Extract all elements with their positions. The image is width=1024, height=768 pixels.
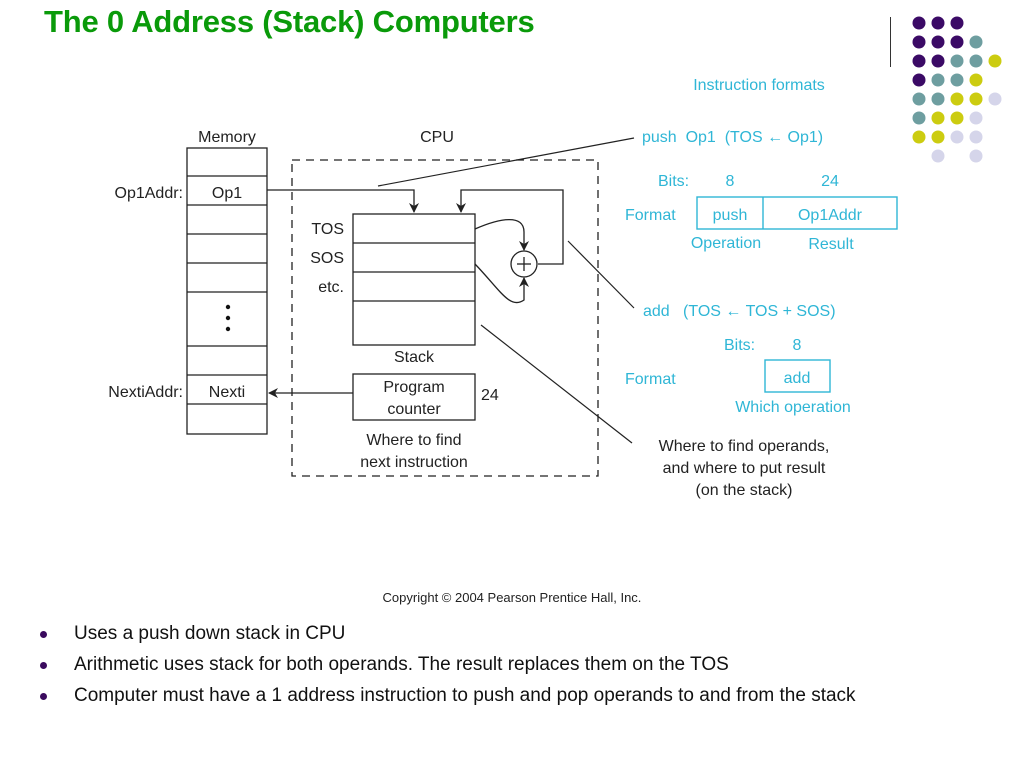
sos-to-adder-arrow xyxy=(474,263,529,304)
cpu-header: CPU xyxy=(420,129,454,146)
add-bits-label: Bits: xyxy=(724,337,755,354)
operands-note-line1: Where to find operands, xyxy=(659,438,830,455)
push-format-opcode: push xyxy=(713,207,748,224)
etc-label: etc. xyxy=(318,279,344,296)
nexti-address-label: NextiAddr: xyxy=(108,384,183,401)
operands-note-line3: (on the stack) xyxy=(696,482,793,499)
decorative-divider xyxy=(890,17,891,67)
instruction-formats-header: Instruction formats xyxy=(693,77,825,94)
push-leader-line xyxy=(377,137,635,187)
add-format-label: Format xyxy=(625,371,676,388)
sos-label: SOS xyxy=(310,250,344,267)
bullet-item: Uses a push down stack in CPU xyxy=(40,622,980,646)
op1-memory-cell: Op1 xyxy=(212,185,242,202)
stack-registers xyxy=(352,213,476,346)
program-counter-line1: Program xyxy=(383,379,444,396)
push-format-box xyxy=(696,196,898,230)
op1-address-label: Op1Addr: xyxy=(115,185,183,202)
nexti-memory-cell: Nexti xyxy=(209,384,245,401)
bullet-dot-icon xyxy=(40,662,47,669)
add-format-box xyxy=(764,359,831,393)
bullet-text: Arithmetic uses stack for both operands.… xyxy=(74,654,729,675)
copyright-notice: Copyright © 2004 Pearson Prentice Hall, … xyxy=(382,590,642,605)
bullet-item: Arithmetic uses stack for both operands.… xyxy=(40,653,980,677)
push-bits-address: 24 xyxy=(821,173,839,190)
push-operation-label: Operation xyxy=(691,235,761,252)
bullet-dot-icon xyxy=(40,631,47,638)
tos-to-adder-arrow xyxy=(474,219,529,251)
bullet-text: Uses a push down stack in CPU xyxy=(74,623,346,644)
add-leader-line xyxy=(567,240,635,309)
add-bits-opcode: 8 xyxy=(793,337,802,354)
cpu-boundary xyxy=(291,159,599,477)
push-format-label: Format xyxy=(625,207,676,224)
push-format-address: Op1Addr xyxy=(798,207,863,224)
program-counter-line2: counter xyxy=(387,401,441,418)
program-counter-box xyxy=(352,373,476,421)
add-instruction: add (TOS ← TOS + SOS) xyxy=(643,303,836,320)
which-operation-label: Which operation xyxy=(735,399,851,416)
slide-title: The 0 Address (Stack) Computers xyxy=(44,4,535,39)
push-bits-label: Bits: xyxy=(658,173,689,190)
adder-result-arrow xyxy=(456,189,564,265)
bullet-item: Computer must have a 1 address instructi… xyxy=(40,684,980,708)
push-result-label: Result xyxy=(808,236,854,253)
operands-leader-line xyxy=(480,324,633,444)
add-format-opcode: add xyxy=(784,370,811,387)
next-instruction-note-line1: Where to find xyxy=(366,432,461,449)
op1-to-stack-arrow xyxy=(267,189,419,213)
operands-note-line2: and where to put result xyxy=(663,460,826,477)
bullet-dot-icon xyxy=(40,693,47,700)
push-instruction: push Op1 (TOS ← Op1) xyxy=(642,129,823,146)
memory-column xyxy=(186,147,268,435)
tos-label: TOS xyxy=(311,221,344,238)
bullet-list: Uses a push down stack in CPU Arithmetic… xyxy=(40,622,980,715)
stack-label: Stack xyxy=(394,349,435,366)
bullet-text: Computer must have a 1 address instructi… xyxy=(74,685,856,706)
memory-header: Memory xyxy=(198,129,256,146)
next-instruction-note-line2: next instruction xyxy=(360,454,468,471)
program-counter-bits: 24 xyxy=(481,387,499,404)
adder-icon xyxy=(510,250,538,278)
stack-computer-diagram: Memory Op1Addr: Op1 NextiAddr: Nexti CPU… xyxy=(108,77,898,499)
push-bits-opcode: 8 xyxy=(726,173,735,190)
memory-ellipsis xyxy=(225,304,231,332)
